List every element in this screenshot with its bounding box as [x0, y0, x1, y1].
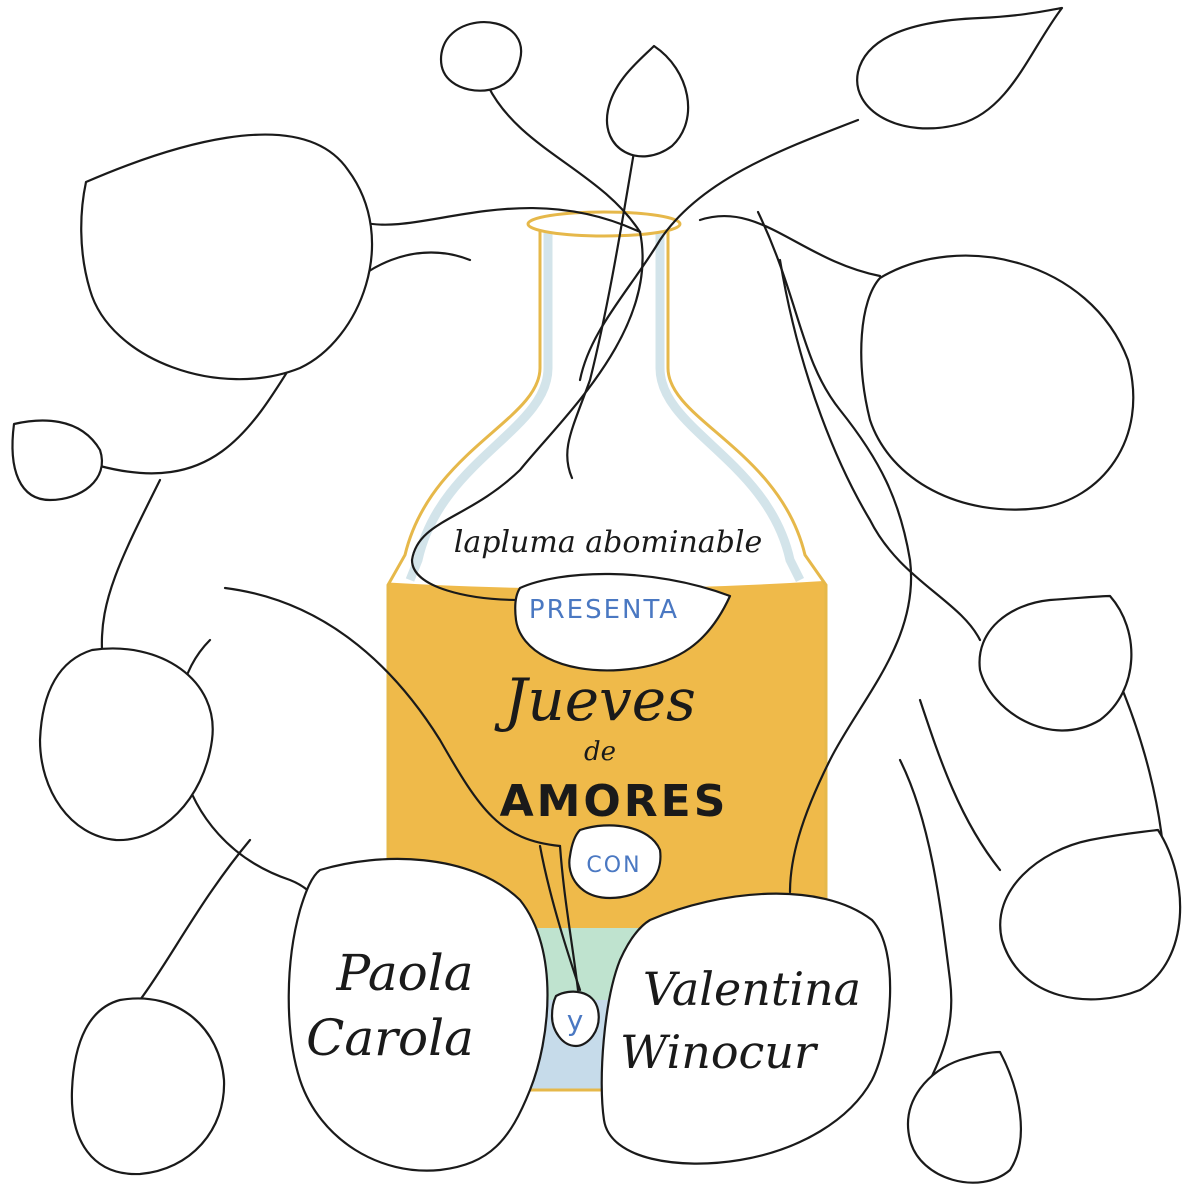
guest1-line2: Carola	[306, 1009, 474, 1067]
title-line1: Jueves	[494, 666, 696, 734]
leaves	[11, 6, 1182, 1184]
poster-text: lapluma abominable PRESENTA Jueves de AM…	[306, 525, 861, 1079]
guest1-line1: Paola	[335, 944, 473, 1002]
presenter-text: lapluma abominable	[454, 525, 762, 560]
title-line2: de	[584, 737, 616, 767]
vine-leaves-illustration	[98, 84, 1167, 1082]
title-line3: AMORES	[500, 776, 729, 827]
guest2-line2: Winocur	[620, 1025, 819, 1079]
presenta-text: PRESENTA	[529, 595, 679, 625]
and-text: y	[567, 1004, 586, 1037]
guest2-line1: Valentina	[643, 962, 861, 1016]
con-text: CON	[586, 853, 641, 878]
